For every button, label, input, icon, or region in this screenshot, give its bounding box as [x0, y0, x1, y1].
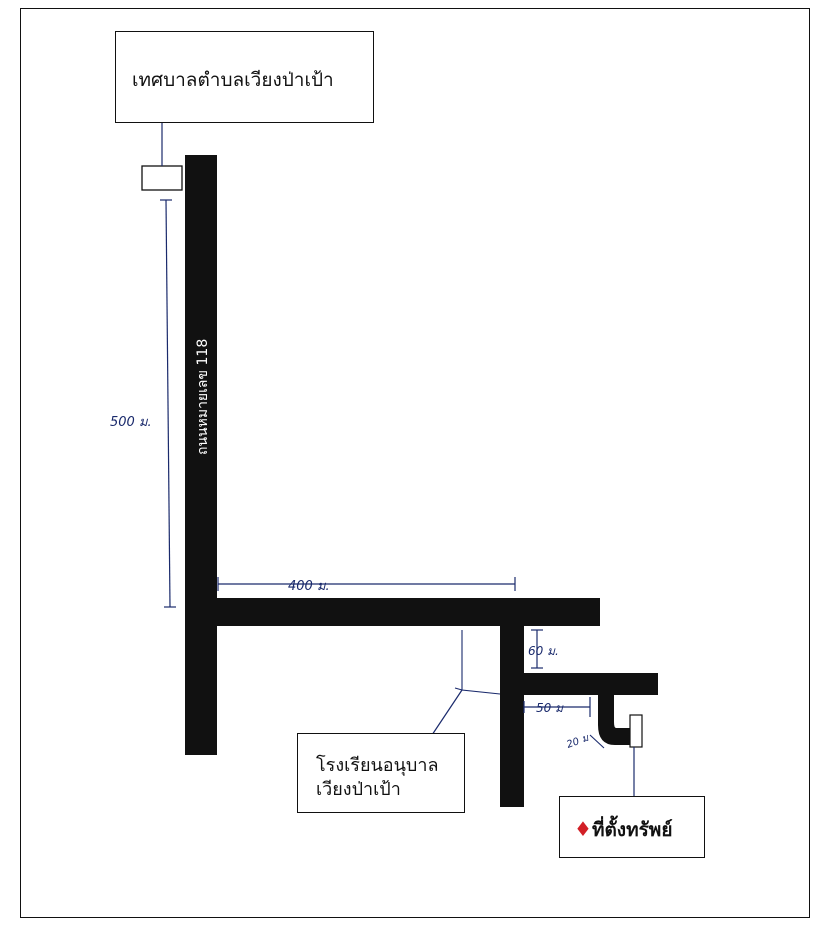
main-road-118 — [185, 155, 217, 755]
school-block-outline — [454, 630, 501, 695]
dim-500-label: 500 ม. — [110, 415, 152, 430]
property-box: ♦ที่ตั้งทรัพย์ — [559, 796, 705, 858]
map-frame — [20, 8, 810, 918]
municipality-marker — [141, 165, 183, 191]
dim-400-label: 400 ม. — [288, 579, 330, 594]
dim-50-label: 50 ม — [536, 701, 564, 715]
school-box: โรงเรียนอนุบาล เวียงป่าเป้า — [297, 733, 465, 813]
road-east — [185, 598, 600, 626]
road-side-east — [500, 673, 658, 695]
dim-500-line — [165, 199, 171, 608]
road-south-branch — [500, 625, 524, 807]
dim-20-label: 20 ม — [565, 732, 591, 751]
municipality-label: เทศบาลตำบลเวียงป่าเป้า — [132, 69, 334, 91]
driveway-curve — [598, 695, 630, 745]
school-label-line1: โรงเรียนอนุบาล — [316, 755, 439, 776]
school-label-line2: เวียงป่าเป้า — [316, 779, 401, 800]
property-label: ที่ตั้งทรัพย์ — [591, 819, 673, 841]
dim-60-label: 60 ม. — [528, 644, 559, 658]
property-label-row: ♦ที่ตั้งทรัพย์ — [574, 815, 672, 845]
school-leader — [429, 689, 463, 739]
road-118-label: ถนนหมายเลข 118 — [195, 339, 211, 455]
diamond-icon: ♦ — [574, 817, 592, 841]
dim-20-line — [589, 734, 605, 749]
property-marker-rect — [629, 714, 643, 748]
municipality-box: เทศบาลตำบลเวียงป่าเป้า — [115, 31, 374, 123]
